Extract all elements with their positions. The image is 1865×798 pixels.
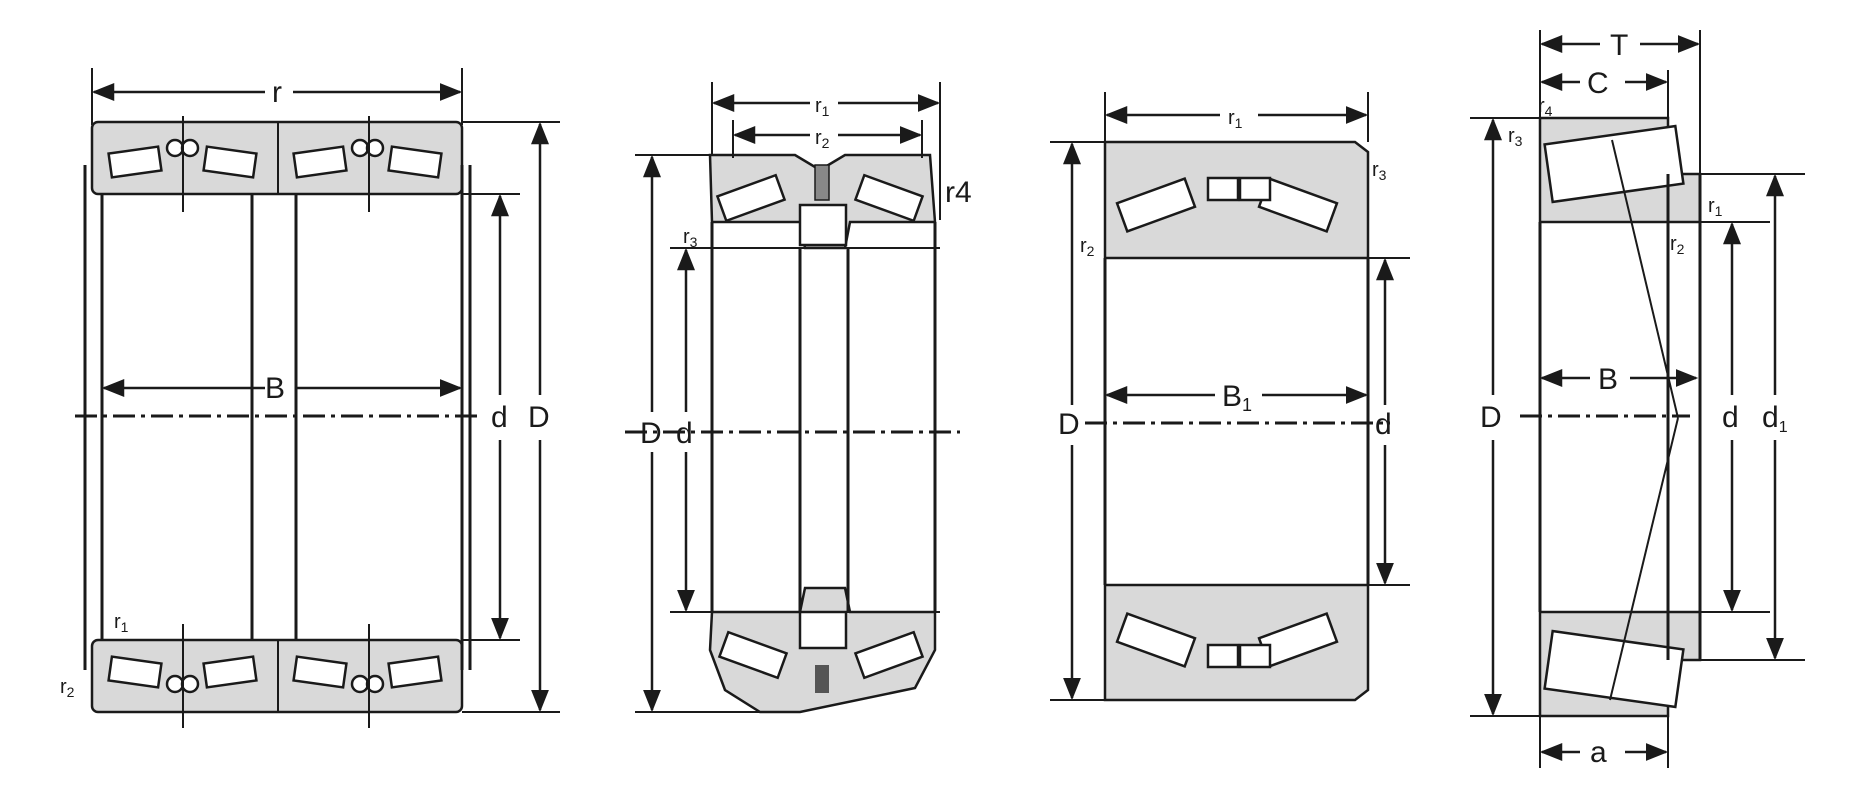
- single-r2-label: r2: [1670, 233, 1685, 257]
- double-row-outward-drawing: r1 r2 r3 r4 D d: [625, 82, 972, 714]
- single-B-label: B: [1598, 363, 1618, 396]
- single-r3-label: r3: [1508, 125, 1523, 149]
- four-row-inner-label: d: [491, 401, 508, 434]
- inward-r2-label: r2: [1080, 235, 1095, 259]
- single-C-label: C: [1587, 67, 1609, 100]
- outward-r2-label: r2: [815, 127, 830, 151]
- single-r1-label: r1: [1708, 195, 1723, 219]
- inward-outer-label: D: [1058, 408, 1080, 441]
- inward-inner-label: d: [1375, 408, 1392, 441]
- outward-r1-label: r1: [815, 95, 830, 119]
- four-row-bearing-drawing: r B d D r1 r2: [60, 68, 560, 728]
- single-D-label: D: [1480, 401, 1502, 434]
- single-r4-label: r4: [1538, 95, 1553, 119]
- four-row-r1-label: r1: [114, 611, 129, 635]
- single-d-label: d: [1722, 401, 1739, 434]
- inward-width-label: B1: [1222, 380, 1252, 415]
- single-a-label: a: [1590, 736, 1607, 769]
- inward-r3-label: r3: [1372, 159, 1387, 183]
- four-row-width-label: B: [265, 372, 285, 405]
- inward-r1-label: r1: [1228, 107, 1243, 131]
- double-row-inward-drawing: r1 r3 r2 B1 D d: [1050, 92, 1410, 702]
- four-row-r2-label: r2: [60, 676, 75, 700]
- single-row-drawing: T C r4 r3 r1 r2 B D d d1 a: [1470, 29, 1805, 769]
- outward-outer-label: D: [640, 417, 662, 450]
- single-d1-label: d1: [1762, 401, 1788, 436]
- four-row-top-width-label: r: [272, 76, 282, 109]
- four-row-outer-label: D: [528, 401, 550, 434]
- outward-inner-label: d: [676, 417, 693, 450]
- single-T-label: T: [1610, 29, 1628, 62]
- outward-r4-label: r4: [945, 176, 972, 209]
- outward-r3-label: r3: [683, 226, 698, 250]
